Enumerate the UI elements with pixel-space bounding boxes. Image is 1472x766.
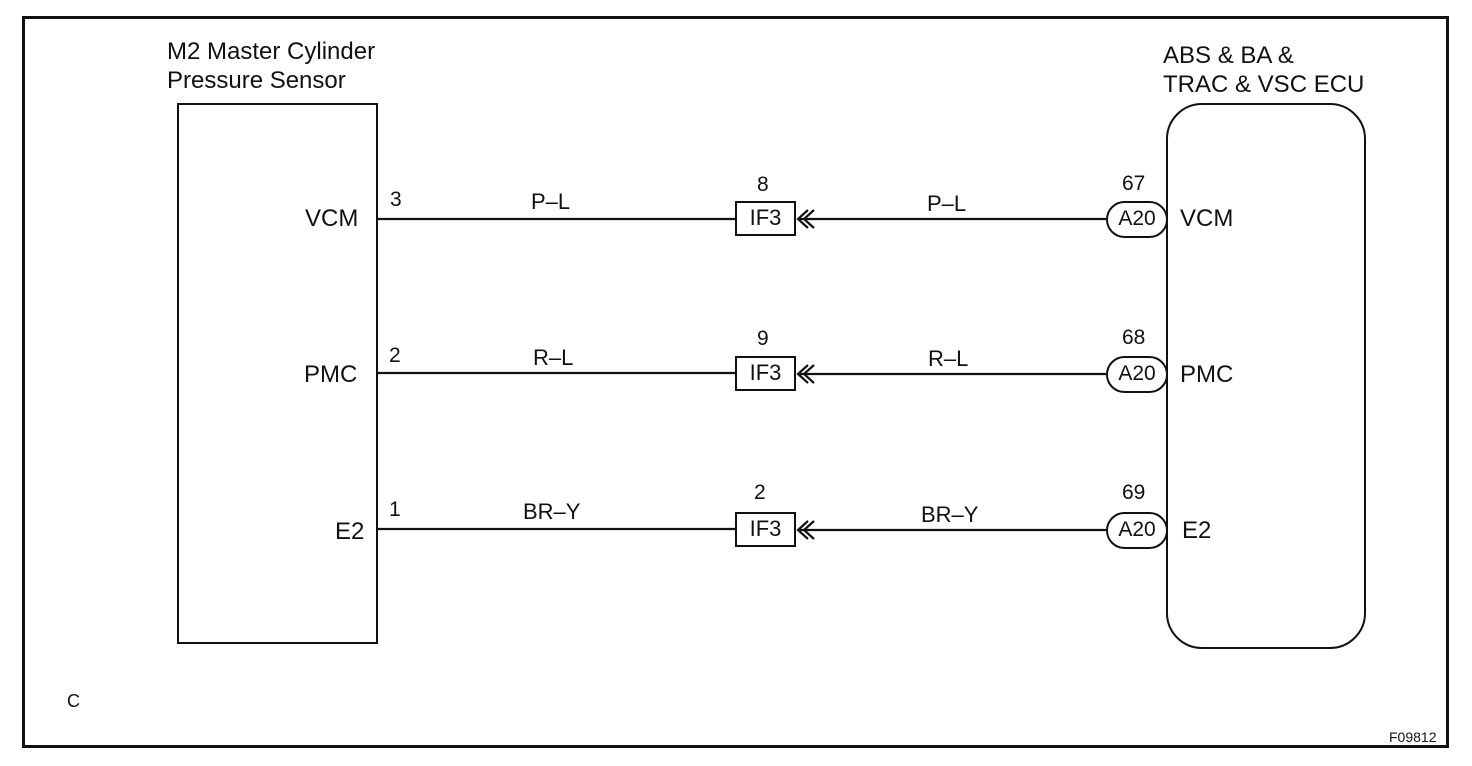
corner-label: C xyxy=(67,691,80,711)
junction-connector-e2: IF3 xyxy=(735,512,796,547)
sensor-pin-name-e2: E2 xyxy=(335,518,365,545)
junction-connector-vcm: IF3 xyxy=(735,201,796,236)
sensor-pin-name-vcm: VCM xyxy=(305,205,359,232)
sensor-pin-name-pmc: PMC xyxy=(304,361,358,388)
sensor-pin-number-e2: 1 xyxy=(389,498,401,521)
sensor-pin-number-pmc: 2 xyxy=(389,344,401,367)
sensor-box xyxy=(177,103,378,644)
wire-color-vcm-right: P–L xyxy=(927,191,967,216)
wire-color-e2-left: BR–Y xyxy=(523,499,581,524)
wire-color-vcm-left: P–L xyxy=(531,189,571,214)
wire-color-pmc-left: R–L xyxy=(533,345,574,370)
figure-code: F09812 xyxy=(1389,729,1437,745)
wire-color-e2-right: BR–Y xyxy=(921,502,979,527)
ecu-connector-vcm: A20 xyxy=(1106,201,1168,238)
chevron-icon xyxy=(796,209,815,229)
ecu-pin-name-vcm: VCM xyxy=(1180,205,1234,232)
chevron-icon xyxy=(796,364,815,384)
diagram-frame xyxy=(22,16,1449,748)
ecu-pin-name-pmc: PMC xyxy=(1180,361,1234,388)
junction-connector-pmc: IF3 xyxy=(735,356,796,391)
junction-pin-vcm: 8 xyxy=(757,173,769,196)
sensor-pin-number-vcm: 3 xyxy=(390,188,402,211)
ecu-pin-number-e2: 69 xyxy=(1122,481,1146,504)
ecu-connector-pmc: A20 xyxy=(1106,356,1168,393)
junction-pin-e2: 2 xyxy=(754,481,766,504)
ecu-pin-name-e2: E2 xyxy=(1182,517,1212,544)
ecu-pin-number-vcm: 67 xyxy=(1122,172,1146,195)
ecu-connector-e2: A20 xyxy=(1106,512,1168,549)
sensor-title: M2 Master Cylinder Pressure Sensor xyxy=(167,38,376,94)
wire-color-pmc-right: R–L xyxy=(928,346,969,371)
ecu-pin-number-pmc: 68 xyxy=(1122,326,1146,349)
chevron-icon xyxy=(796,520,815,540)
junction-pin-pmc: 9 xyxy=(757,327,769,350)
ecu-title: ABS & BA & TRAC & VSC ECU xyxy=(1163,42,1365,98)
